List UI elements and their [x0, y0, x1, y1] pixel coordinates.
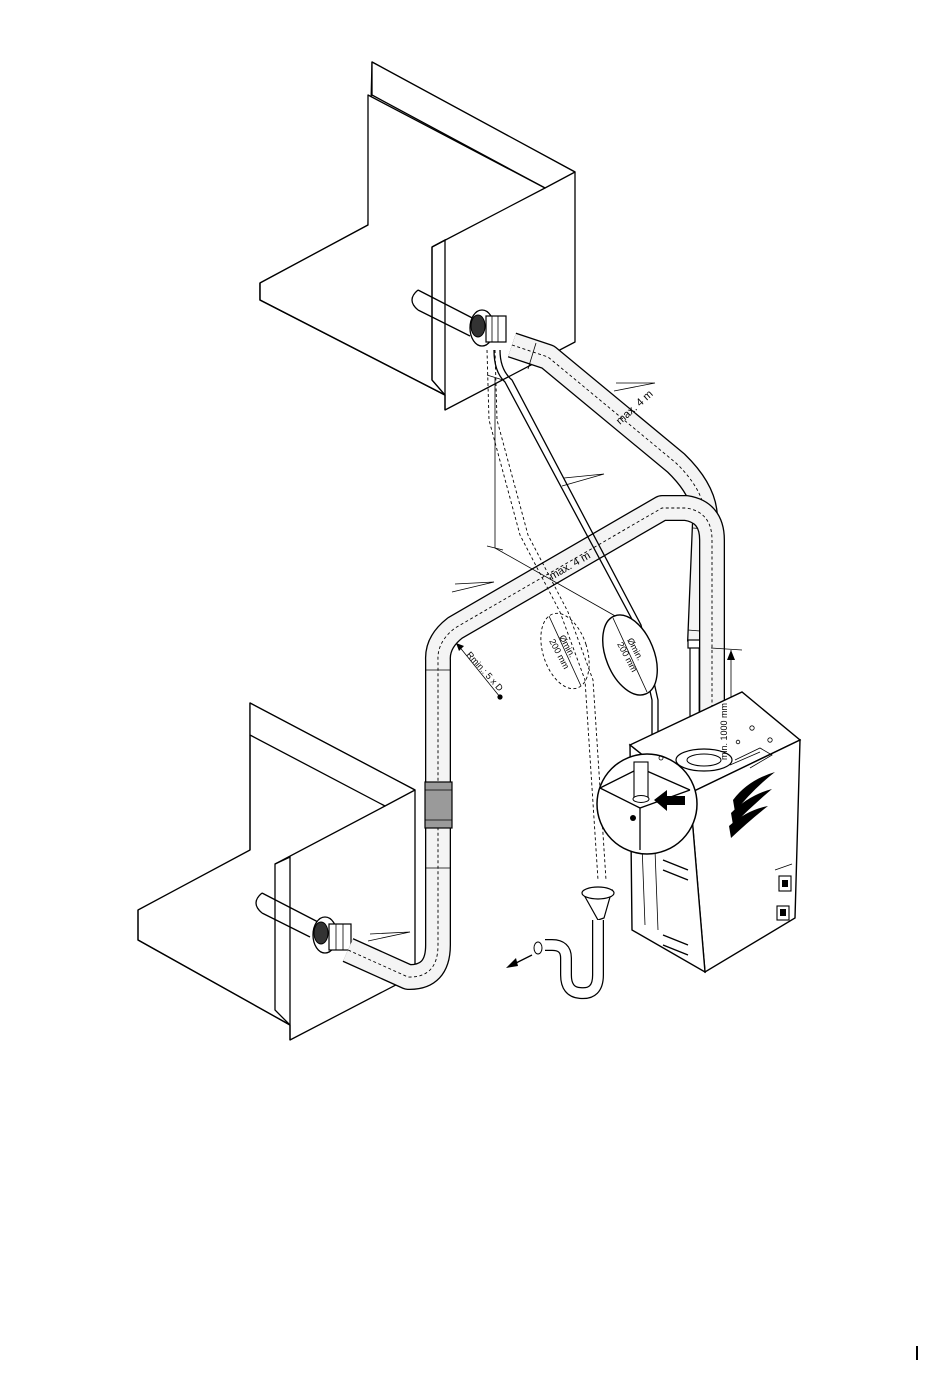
- drain-funnel-trap: [534, 887, 614, 993]
- bend-radius-label: Rmin.: 5 x D: [465, 650, 506, 694]
- lower-wall-block: [138, 703, 415, 1040]
- arrow-down-left-icon: [506, 955, 532, 968]
- page-marker: [916, 1346, 918, 1360]
- hose-connection-sleeve: [425, 782, 452, 828]
- upper-steam-hose: [512, 343, 717, 642]
- vertical-min-label: min. 1000 mm: [719, 703, 729, 760]
